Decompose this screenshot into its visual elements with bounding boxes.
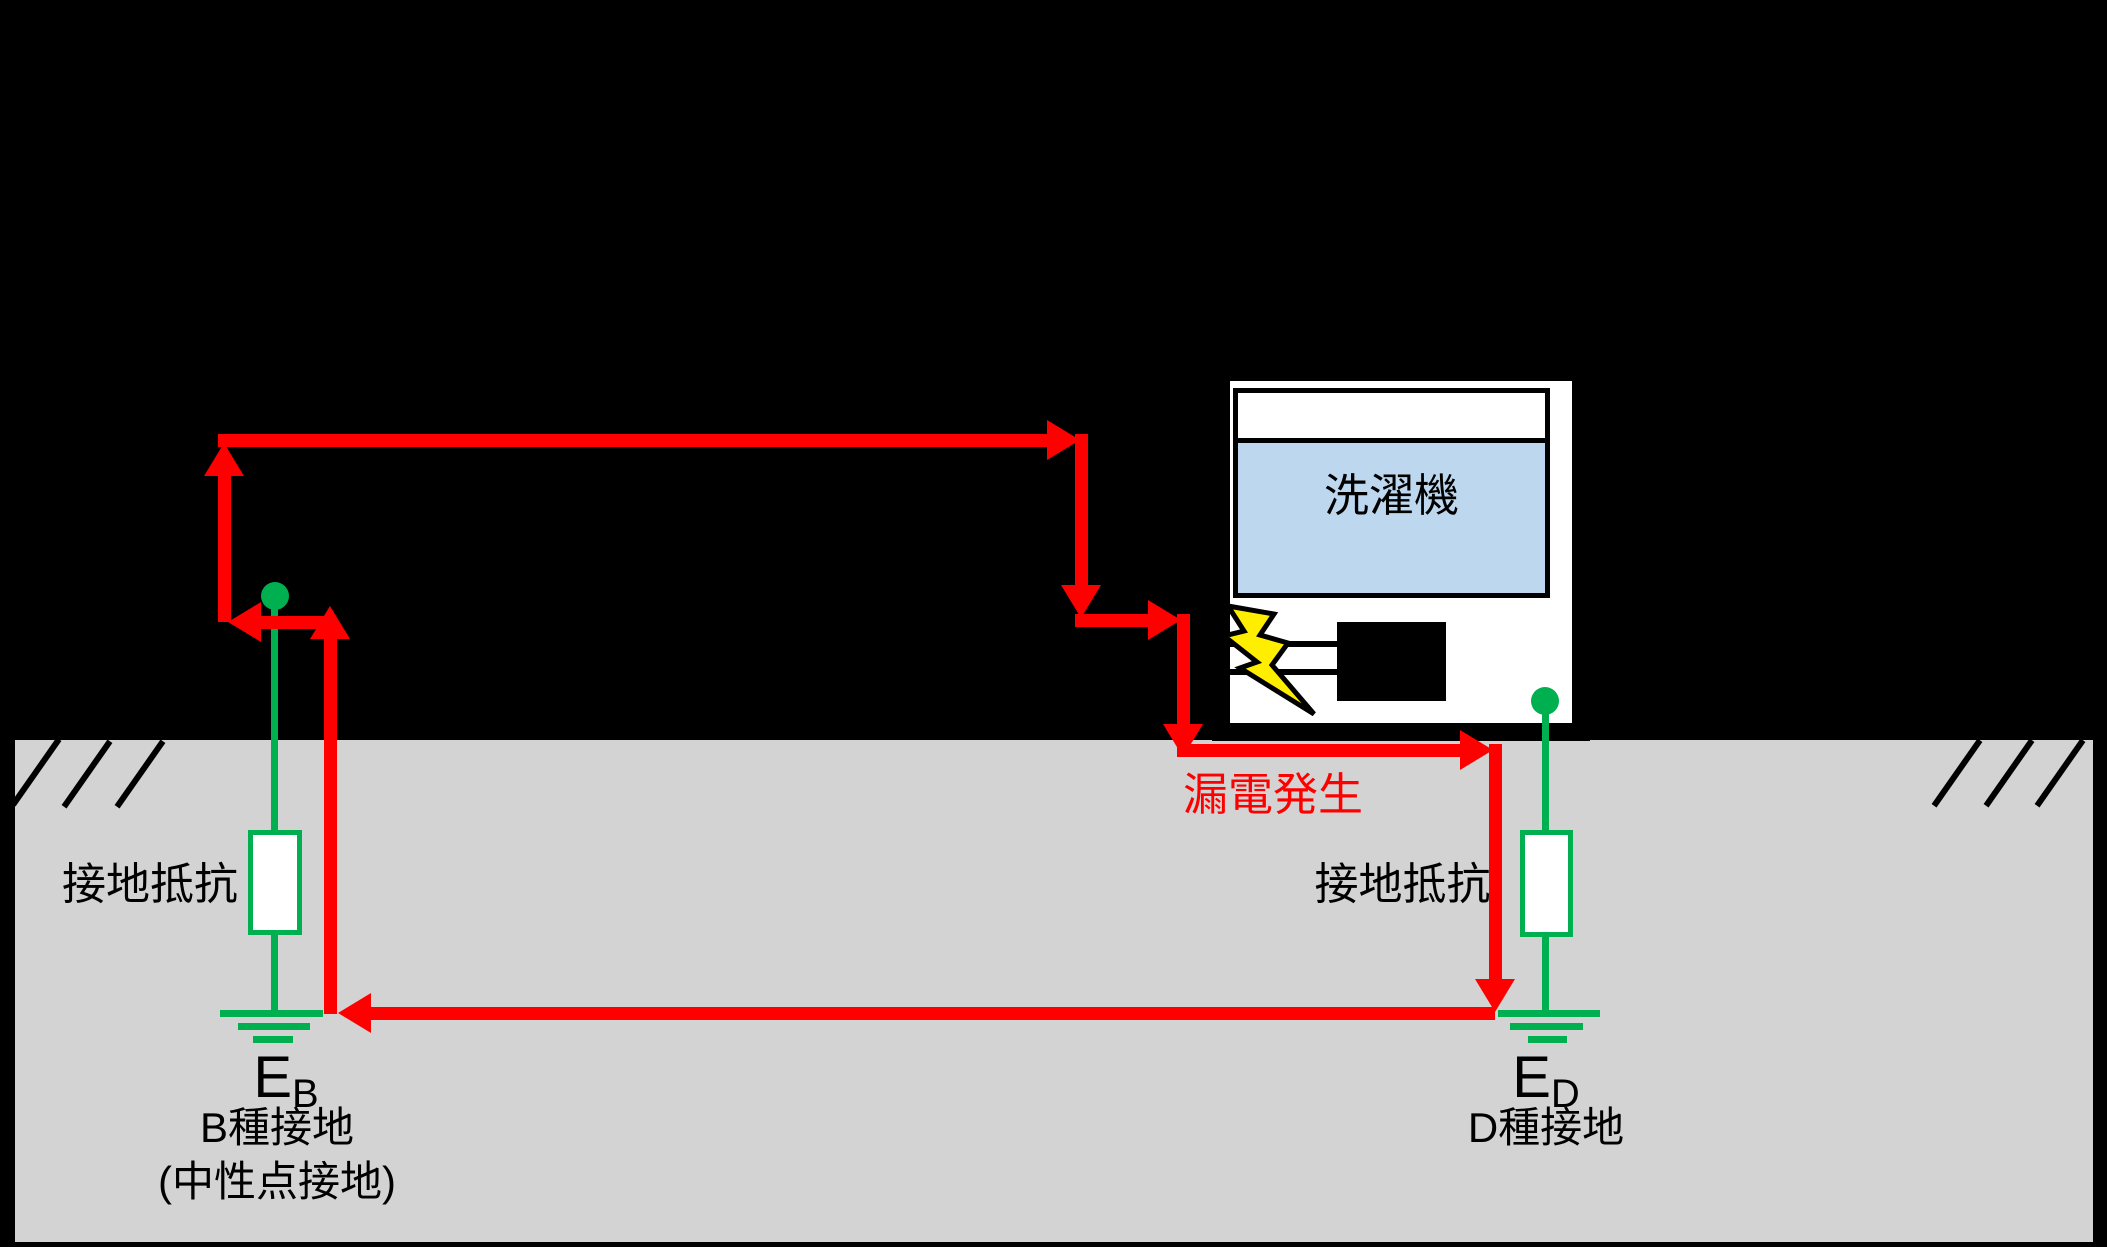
current-direction-arrow — [1163, 724, 1203, 757]
b-ground-resistor — [248, 830, 302, 935]
current-path-segment — [363, 1007, 1495, 1020]
current-direction-arrow — [1047, 420, 1080, 460]
current-direction-arrow — [310, 606, 350, 639]
d-ground-resistor — [1520, 830, 1573, 937]
current-path-segment — [218, 474, 231, 622]
motor-box — [1337, 622, 1446, 701]
current-path-segment — [1489, 744, 1502, 982]
d-ground-wire-lower — [1542, 935, 1549, 1016]
lightning-bolt-icon — [1218, 602, 1316, 717]
leak-label: 漏電発生 — [1183, 769, 1364, 820]
d-ground-connection-dot — [1531, 687, 1559, 715]
current-path-segment — [1177, 614, 1190, 726]
current-path-segment — [1075, 434, 1088, 586]
b-neutral-wire-lower — [271, 933, 278, 1016]
machine-label: 洗濯機 — [1323, 470, 1459, 521]
b-resistance-label: 接地抵抗 — [62, 860, 238, 909]
current-direction-arrow — [204, 443, 244, 476]
current-direction-arrow — [1061, 585, 1101, 618]
current-direction-arrow — [1148, 600, 1181, 640]
current-direction-arrow — [1475, 979, 1515, 1012]
current-path-segment — [1177, 744, 1464, 757]
current-path-segment — [324, 637, 337, 1014]
current-direction-arrow — [338, 993, 371, 1033]
b-type-label: B種接地 — [199, 1104, 354, 1151]
soil-area — [15, 740, 2093, 1242]
b-neutral-wire-upper — [271, 596, 278, 834]
machine-panel-blue — [1238, 438, 1545, 593]
b-electrode-symbol: EB — [253, 1045, 319, 1116]
d-resistance-label: 接地抵抗 — [1314, 860, 1491, 909]
b-neutral-point-dot — [261, 582, 289, 610]
current-path-segment — [218, 434, 1048, 447]
b-note-label: (中性点接地) — [158, 1158, 396, 1205]
d-ground-wire-upper — [1542, 701, 1549, 834]
d-type-label: D種接地 — [1467, 1104, 1625, 1151]
current-direction-arrow — [228, 602, 261, 642]
current-direction-arrow — [1460, 730, 1493, 770]
d-electrode-symbol: ED — [1512, 1045, 1580, 1116]
